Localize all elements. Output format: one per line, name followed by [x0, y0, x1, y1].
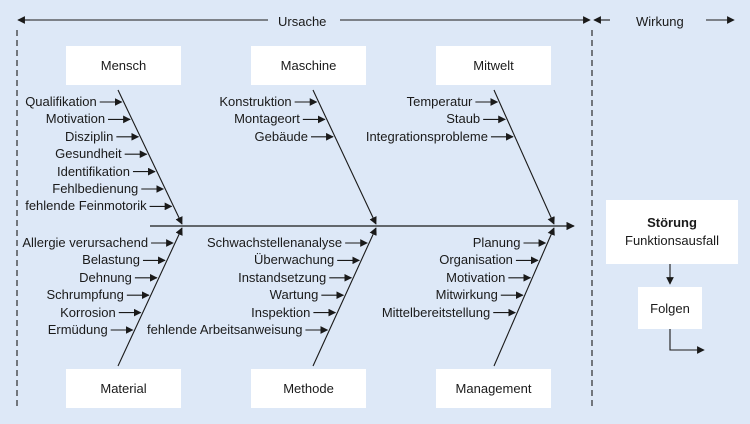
category-material: Material: [66, 369, 181, 408]
cause-label: fehlende Feinmotorik: [25, 198, 147, 214]
cause-label: Korrosion: [60, 304, 116, 320]
cause-label: Motivation: [446, 269, 506, 285]
cause-label: Identifikation: [56, 163, 130, 179]
cause-label: Organisation: [439, 252, 513, 268]
cause-label: Fehlbedienung: [52, 181, 139, 196]
cause-label: Inspektion: [251, 304, 311, 320]
cause-label: Gebäude: [254, 128, 309, 144]
cause-label: Wartung: [269, 287, 319, 303]
cause-label: Konstruktion: [219, 94, 292, 109]
bone-mensch: [117, 89, 183, 225]
cause-label: Disziplin: [64, 128, 114, 144]
cause-label: Motivation: [45, 111, 106, 127]
cause-label: Integrationsprobleme: [365, 128, 488, 144]
effect-header: Wirkung: [630, 14, 690, 30]
cause-label: Dehnung: [79, 269, 132, 285]
consequence-box: Folgen: [638, 287, 702, 329]
category-methode: Methode: [251, 369, 366, 408]
cause-label: Temperatur: [406, 94, 473, 109]
cause-label: Instandsetzung: [238, 269, 327, 285]
cause-label: Staub: [446, 111, 481, 127]
bone-mitwelt: [493, 89, 555, 225]
cause-label: Ermüdung: [47, 322, 108, 337]
category-maschine: Maschine: [251, 46, 366, 85]
category-mensch: Mensch: [66, 46, 181, 85]
cause-label: Montageort: [234, 111, 300, 127]
category-management: Management: [436, 369, 551, 408]
cause-label: Mitwirkung: [435, 287, 498, 303]
cause-label: Mittelbereitstellung: [381, 304, 491, 320]
cause-label: Allergie verursachend: [22, 235, 149, 250]
cause-label: Gesundheit: [55, 146, 122, 162]
cause-label: Planung: [472, 235, 521, 250]
category-mitwelt: Mitwelt: [436, 46, 551, 85]
cause-label: Schrumpfung: [46, 287, 124, 303]
bone-management: [493, 227, 555, 367]
bone-maschine: [312, 89, 377, 225]
cause-label: Überwachung: [254, 252, 335, 268]
bone-material: [117, 227, 183, 367]
cause-label: Belastung: [82, 252, 140, 268]
effect-box: Störung Funktionsausfall: [606, 200, 738, 264]
effect-subtitle: Funktionsausfall: [625, 233, 719, 248]
cause-label: fehlende Arbeitsanweisung: [147, 322, 303, 337]
cause-label: Schwachstellenanalyse: [207, 235, 343, 250]
cause-header: Ursache: [272, 14, 333, 30]
effect-title: Störung: [647, 215, 697, 230]
bone-methode: [312, 227, 377, 367]
consequence-out-arrow: [669, 329, 705, 354]
cause-label: Qualifikation: [25, 94, 97, 109]
